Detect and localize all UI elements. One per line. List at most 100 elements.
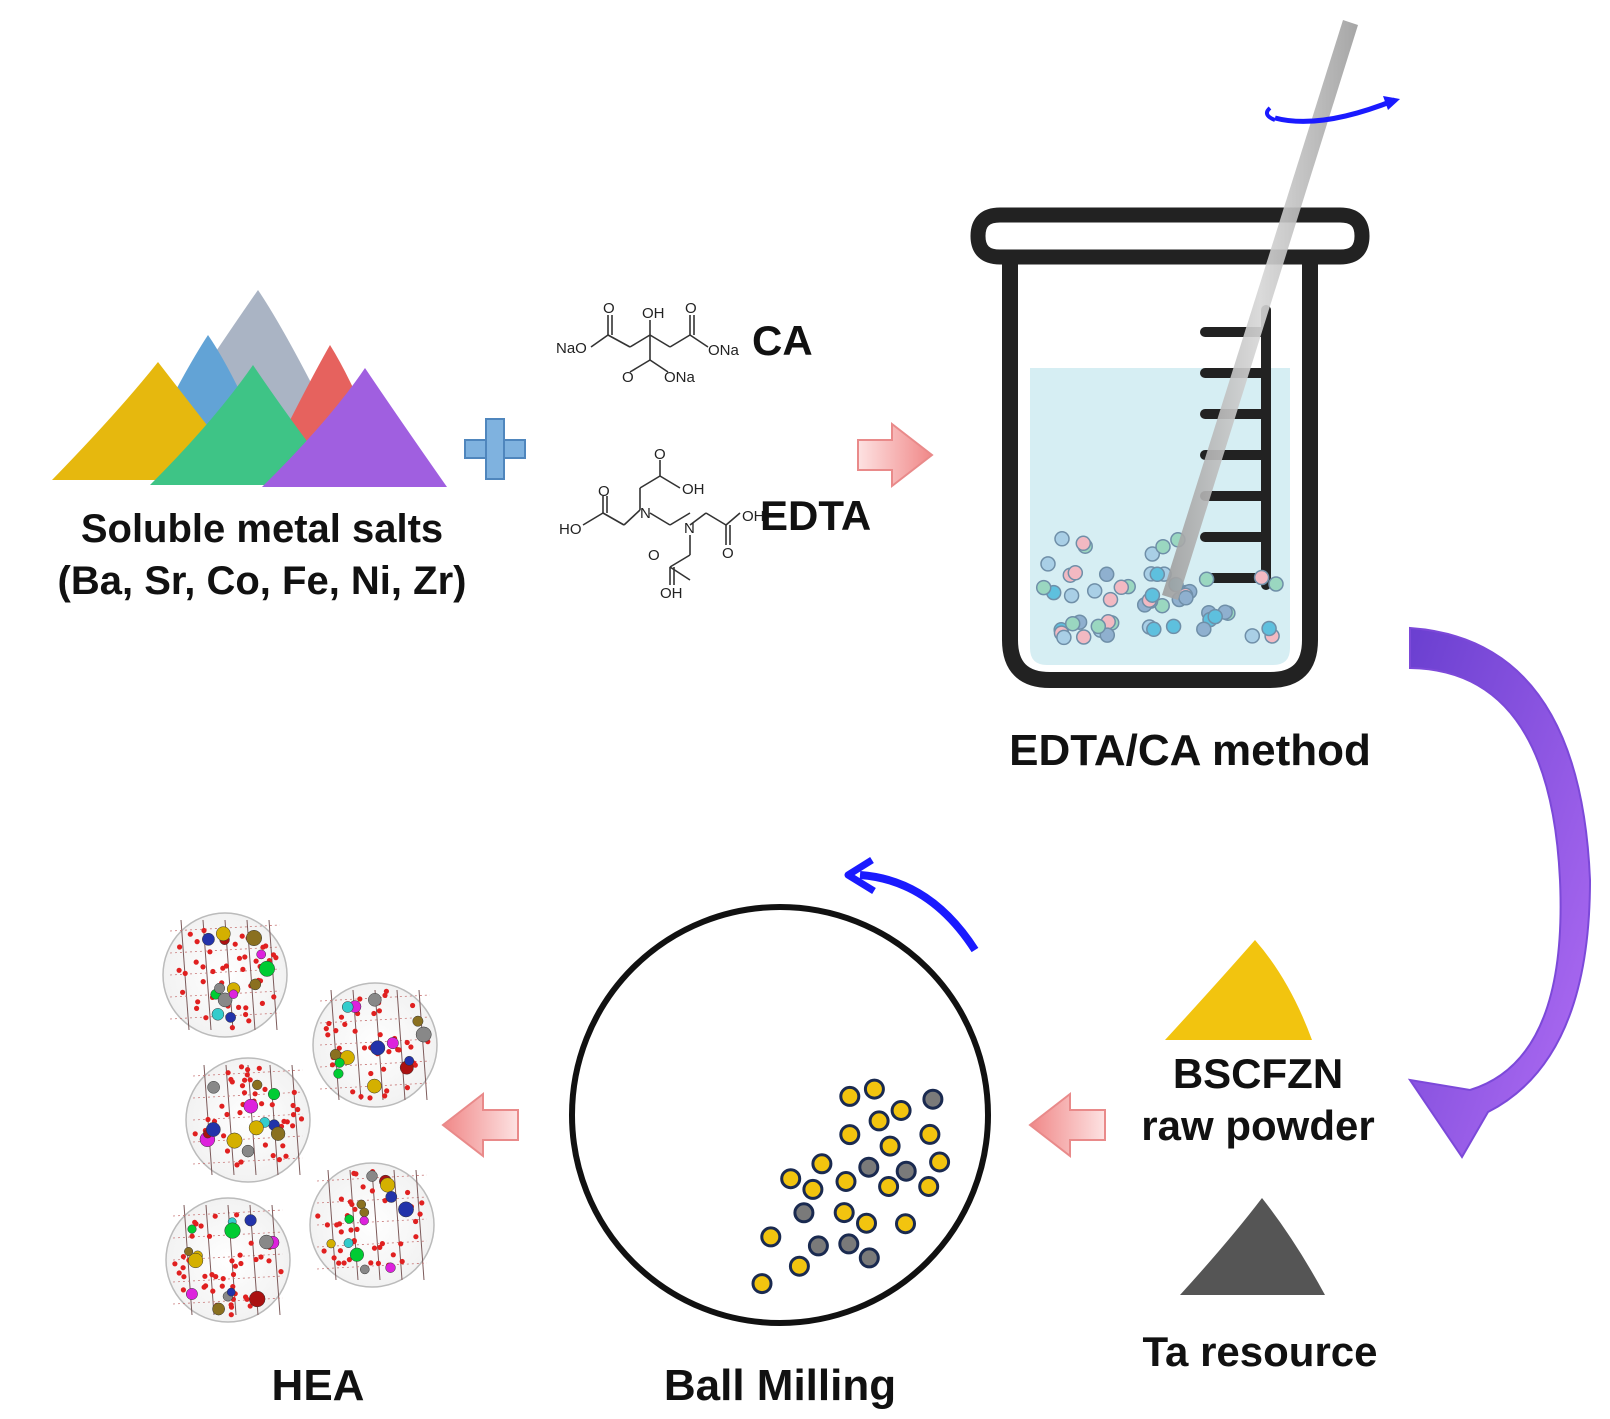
oxygen-atom xyxy=(352,1028,358,1034)
oxygen-atom xyxy=(244,1072,250,1078)
milling-ball-gray xyxy=(858,1156,880,1178)
oxygen-atom xyxy=(181,1274,187,1280)
milling-ball-yellow xyxy=(856,1212,877,1234)
lattice-bond xyxy=(316,1240,428,1248)
metal-atom xyxy=(385,1262,396,1273)
milling-ball-gray xyxy=(793,1202,815,1224)
milling-ball-yellow xyxy=(751,1273,773,1295)
oxygen-atom xyxy=(219,1283,225,1289)
hea-crystal-sphere xyxy=(185,1057,311,1183)
metal-atom xyxy=(214,982,226,994)
metal-atom xyxy=(367,1078,382,1094)
metal-atom xyxy=(224,1222,241,1239)
solution-particle xyxy=(1102,591,1119,608)
oxygen-atom xyxy=(229,1079,235,1085)
oxygen-atom xyxy=(342,1021,348,1027)
oxygen-atom xyxy=(371,1245,378,1251)
oxygen-atom xyxy=(234,1162,240,1168)
metal-atom xyxy=(205,1122,221,1137)
metal-atom xyxy=(415,1026,432,1043)
lattice-bond xyxy=(316,1262,428,1270)
oxygen-atom xyxy=(243,1011,249,1018)
metal-atom xyxy=(226,1132,243,1149)
salts-elements: (Ba, Sr, Co, Fe, Ni, Zr) xyxy=(58,559,467,603)
oxygen-atom xyxy=(210,1288,216,1294)
oxygen-atom xyxy=(390,1252,396,1258)
lattice-bond xyxy=(291,1064,301,1176)
milling-ball-yellow xyxy=(833,1202,855,1224)
metal-atom xyxy=(326,1239,336,1249)
solution-particle xyxy=(1075,535,1092,552)
oxygen-atom xyxy=(207,949,213,955)
lattice-bond xyxy=(396,989,406,1101)
oxygen-atom xyxy=(350,1089,356,1095)
beaker-body xyxy=(1002,258,1318,688)
oxygen-atom xyxy=(413,1218,419,1225)
oxygen-atom xyxy=(224,1111,230,1118)
oxygen-atom xyxy=(386,1049,392,1055)
oxygen-atom xyxy=(247,1077,253,1083)
metal-atom xyxy=(386,1037,399,1050)
metal-atom xyxy=(370,1040,386,1056)
bscfzn-powder-pile xyxy=(1165,940,1312,1040)
metal-atom xyxy=(212,1302,225,1316)
edta-structure xyxy=(582,460,741,585)
oxygen-atom xyxy=(295,1106,301,1113)
edta-o3: O xyxy=(722,545,734,562)
solution-particle xyxy=(1268,576,1284,592)
metal-atom xyxy=(341,1001,354,1013)
oxygen-atom xyxy=(337,1248,343,1254)
oxygen-atom xyxy=(258,1254,264,1260)
oxygen-atom xyxy=(232,941,238,947)
lattice-bond xyxy=(327,1169,337,1281)
metal-atom xyxy=(248,1120,264,1136)
edta-label: EDTA xyxy=(760,492,871,539)
hea-crystal-sphere xyxy=(162,912,288,1038)
oxygen-atom xyxy=(321,1248,327,1254)
solution-particle xyxy=(1244,628,1261,644)
solution-particle xyxy=(1040,556,1056,572)
metal-atom xyxy=(249,1290,266,1308)
oxygen-atom xyxy=(210,968,216,975)
metal-atom xyxy=(211,1008,225,1021)
solution-particle xyxy=(1098,566,1115,583)
oxygen-atom xyxy=(212,1213,218,1219)
oxygen-atom xyxy=(243,1294,249,1300)
arrow-to-ball-mill xyxy=(1028,1091,1106,1159)
ca-o3: O xyxy=(622,369,634,386)
metal-atom xyxy=(241,1144,255,1158)
milling-ball-yellow xyxy=(890,1100,912,1121)
oxygen-atom xyxy=(276,1157,282,1163)
crystal-sphere-outline xyxy=(309,1162,435,1288)
oxygen-atom xyxy=(180,1287,186,1293)
metal-atom xyxy=(215,926,231,942)
powder-pile-green xyxy=(150,365,340,485)
metal-atom xyxy=(188,1252,204,1269)
metal-atom xyxy=(349,1247,364,1262)
metal-atom xyxy=(344,1214,354,1224)
metal-atom xyxy=(246,930,262,946)
oxygen-atom xyxy=(239,933,245,939)
metal-atom xyxy=(202,932,215,946)
beaker-rim xyxy=(970,207,1370,265)
oxygen-atom xyxy=(333,1028,339,1034)
metal-atom xyxy=(252,1079,263,1091)
milling-ball-yellow xyxy=(929,1151,951,1173)
oxygen-atom xyxy=(242,954,248,960)
oxygen-atom xyxy=(232,1263,238,1269)
solution-particle xyxy=(1196,621,1212,637)
rotation-arrow-icon xyxy=(1264,96,1400,124)
metal-atom xyxy=(184,1247,194,1256)
metal-atom xyxy=(207,1080,220,1094)
milling-ball-yellow xyxy=(839,1124,861,1146)
lattice-bond xyxy=(415,1169,425,1281)
milling-ball-yellow xyxy=(868,1110,890,1132)
oxygen-atom xyxy=(240,966,246,973)
oxygen-atom xyxy=(194,939,200,945)
oxygen-atom xyxy=(281,1118,287,1124)
lattice-bond xyxy=(316,1218,428,1226)
beaker-icon xyxy=(970,207,1370,688)
milling-ball-yellow xyxy=(839,1085,861,1107)
oxygen-atom xyxy=(419,1200,425,1206)
metal-atom xyxy=(380,1177,396,1193)
